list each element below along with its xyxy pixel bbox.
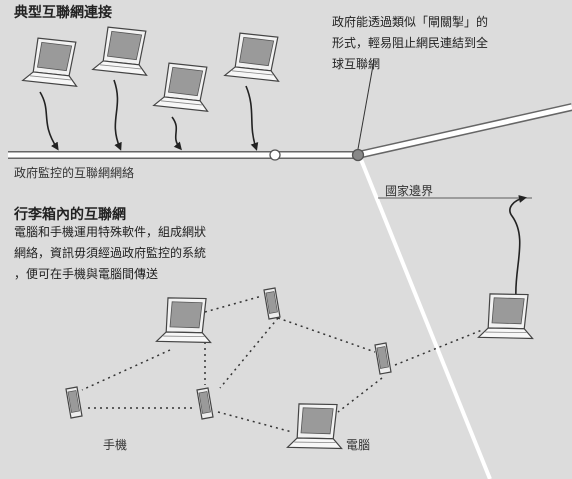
- mesh-description-line: 網絡，資訊毋須經過政府監控的系統: [14, 246, 207, 260]
- gate-switch-icon: [351, 148, 365, 162]
- mesh-network-description: 電腦和手機運用特殊軟件，組成網狀 網絡，資訊毋須經過政府監控的系統 ，便可在手機…: [14, 222, 206, 285]
- gov-network-label: 政府監控的互聯網網絡: [14, 166, 135, 180]
- curved-arrow-icon: [39, 91, 59, 151]
- laptop-icon: [92, 25, 150, 76]
- laptop-icon: [285, 401, 343, 451]
- phone-icon: [196, 387, 214, 420]
- mesh-description-line: ，便可在手機與電腦間傳送: [14, 267, 159, 281]
- country-border-line: [356, 151, 492, 479]
- gate-switch-note-line: 形式，輕易阻止網民連結到全: [332, 36, 489, 50]
- connection-node: [269, 149, 281, 161]
- curved-arrow-icon: [171, 116, 182, 151]
- curved-arrow-icon: [245, 85, 259, 151]
- gov-internet-line: [8, 103, 572, 159]
- gate-switch-note-line: 球互聯網: [332, 57, 381, 71]
- curved-arrow-icon: [509, 195, 527, 299]
- laptop-icon: [153, 61, 211, 112]
- mesh-network-title: 行李箱內的互聯網: [14, 207, 126, 223]
- laptop-icon: [476, 291, 534, 341]
- gate-callout-line: [357, 59, 375, 150]
- gate-switch-note: 政府能透過類似「閘關掣」的 形式，輕易阻止網民連結到全 球互聯網: [332, 12, 488, 75]
- laptop-icon: [22, 36, 80, 87]
- computer-label: 電腦: [346, 438, 371, 452]
- laptop-icon: [224, 31, 282, 82]
- gate-switch-note-line: 政府能透過類似「閘關掣」的: [332, 15, 489, 29]
- mesh-connections: [81, 295, 483, 433]
- country-border-label: 國家邊界: [385, 184, 434, 198]
- phone-icon: [374, 342, 392, 375]
- phone-icon: [263, 287, 281, 320]
- laptop-icon: [154, 295, 212, 345]
- curved-arrow-icon: [113, 79, 122, 151]
- phone-label: 手機: [103, 438, 128, 452]
- typical-internet-title: 典型互聯網連接: [14, 5, 112, 21]
- mesh-description-line: 電腦和手機運用特殊軟件，組成網狀: [14, 225, 207, 239]
- phone-icon: [65, 386, 83, 419]
